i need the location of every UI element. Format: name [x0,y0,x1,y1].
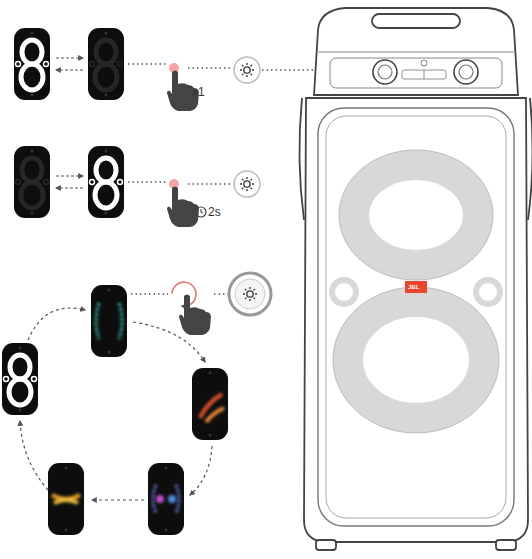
brand-logo: JBL [408,284,419,290]
press-count: x1 [192,86,205,98]
hold-duration: 2s [208,206,221,218]
